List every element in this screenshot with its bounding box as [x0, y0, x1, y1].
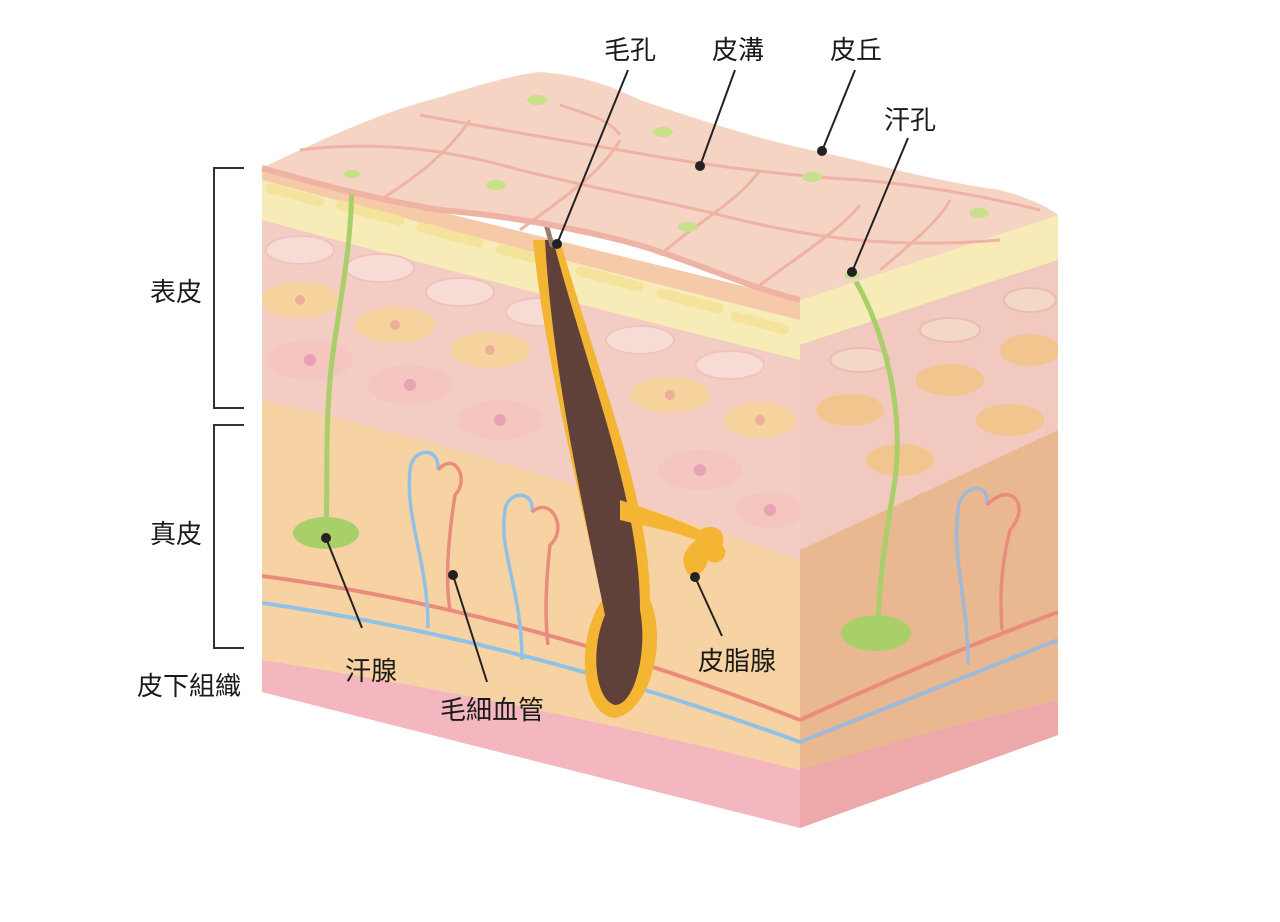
label-sulcus: 皮溝 [712, 36, 765, 66]
label-capillary: 毛細血管 [440, 696, 545, 726]
skin-surface [262, 72, 1058, 300]
layer-brackets [213, 167, 244, 649]
label-crista: 皮丘 [830, 36, 883, 66]
stratum-cells [265, 183, 790, 335]
label-epidermis: 表皮 [150, 278, 203, 308]
leader-lines [321, 69, 909, 683]
artery-line [262, 574, 800, 722]
capillary-loops [407, 450, 560, 661]
sweat-duct [323, 174, 355, 531]
label-sweat-pore: 汗孔 [884, 106, 937, 136]
label-sebaceous-gland: 皮脂腺 [698, 647, 777, 677]
hair-bulb [545, 240, 643, 705]
front-face [262, 168, 800, 828]
label-sweat-gland: 汗腺 [345, 657, 398, 687]
label-subcutaneous: 皮下組織 [137, 672, 242, 702]
label-pore: 毛孔 [604, 36, 657, 66]
vein-line [262, 601, 800, 744]
sebaceous-gland-shape [620, 500, 726, 577]
side-face [800, 215, 1058, 828]
dermis-layer [262, 400, 800, 770]
skin-grooves [299, 103, 1041, 287]
label-dermis: 真皮 [150, 520, 203, 550]
